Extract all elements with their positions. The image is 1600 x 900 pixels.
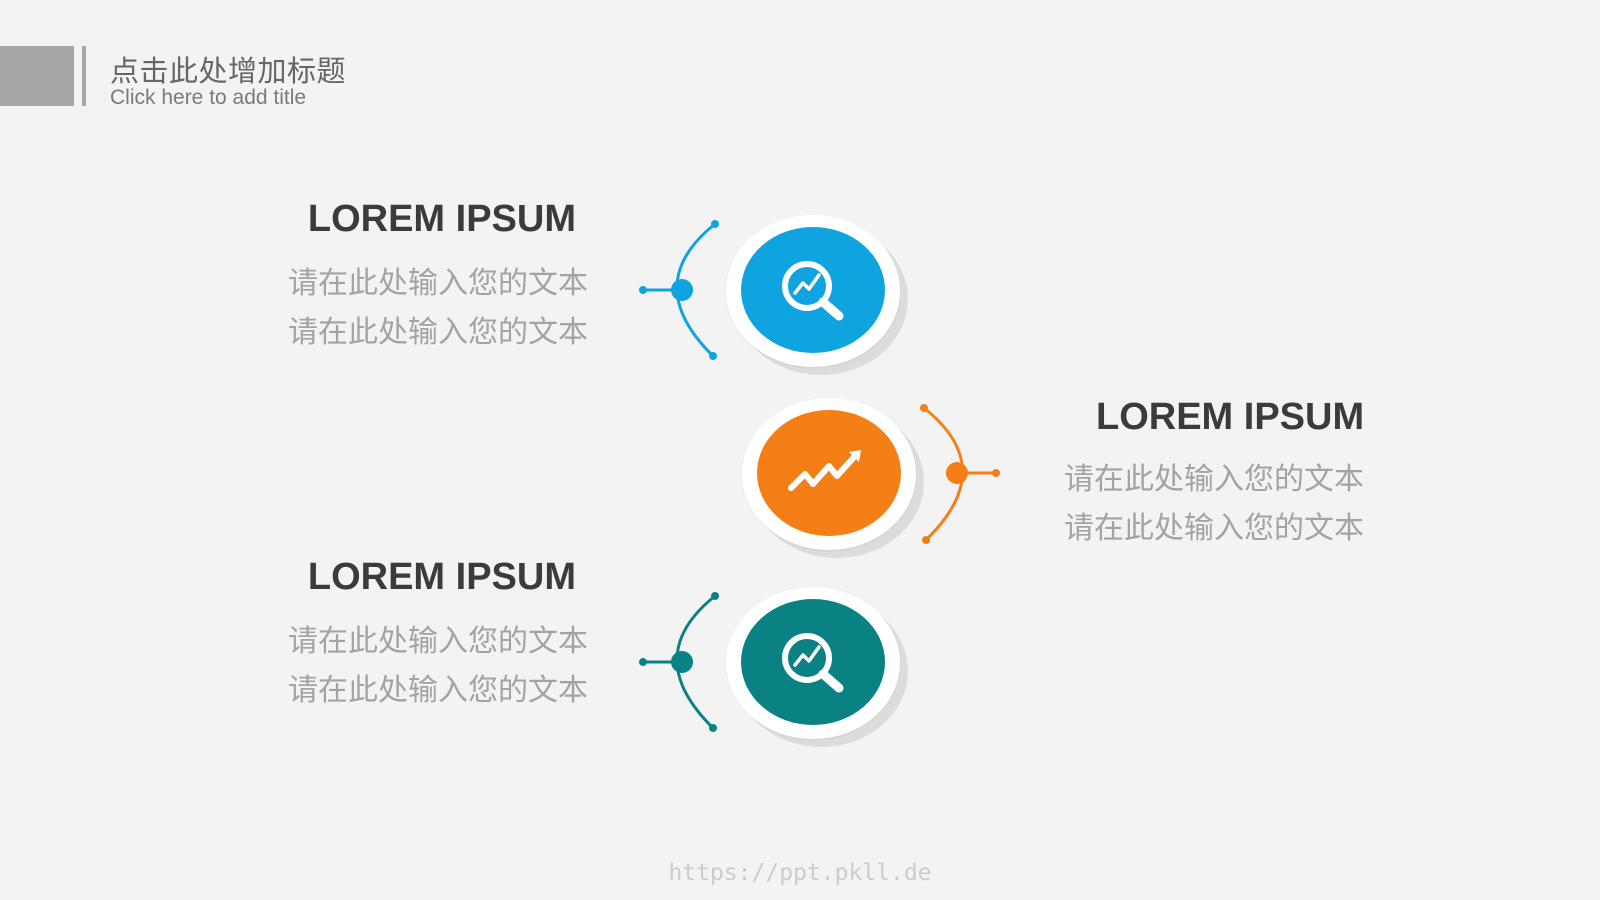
item-2-line-2[interactable]: 请在此处输入您的文本 [1064, 511, 1364, 546]
item-3-line-2[interactable]: 请在此处输入您的文本 [288, 673, 588, 708]
trend-up-arrow-icon [788, 450, 861, 491]
item-1-line-2[interactable]: 请在此处输入您的文本 [288, 315, 588, 350]
connector-item-2 [920, 404, 1000, 544]
connector-node-1 [671, 279, 693, 301]
magnifier-chart-icon [782, 633, 844, 693]
item-2-line-1[interactable]: 请在此处输入您的文本 [1064, 462, 1364, 497]
connector-node-2 [946, 462, 968, 484]
connector-tip-1b [709, 352, 717, 360]
item-2-text: LOREM IPSUM 请在此处输入您的文本 请在此处输入您的文本 [1064, 396, 1424, 553]
connector-tip-1a [711, 220, 719, 228]
connector-end-dot-3 [639, 658, 647, 666]
header-divider [82, 46, 86, 106]
footer-url[interactable]: https://ppt.pkll.de [668, 860, 932, 886]
connector-node-3 [671, 651, 693, 673]
connector-end-dot-2 [992, 469, 1000, 477]
connector-item-1 [639, 220, 719, 360]
page-title[interactable]: 点击此处增加标题 [110, 54, 347, 88]
connector-tip-3b [709, 724, 717, 732]
magnifier-chart-icon [782, 261, 844, 321]
item-1-line-1[interactable]: 请在此处输入您的文本 [288, 266, 588, 301]
item-2-badge [742, 398, 924, 558]
connector-item-3 [639, 592, 719, 732]
connector-end-dot-1 [639, 286, 647, 294]
item-3-badge [726, 587, 908, 747]
header-accent-block [0, 46, 74, 106]
item-1-color-disc [741, 227, 885, 353]
page-subtitle[interactable]: Click here to add title [110, 86, 307, 109]
item-3-text: LOREM IPSUM 请在此处输入您的文本 请在此处输入您的文本 [228, 556, 588, 715]
item-3-line-1[interactable]: 请在此处输入您的文本 [288, 624, 588, 659]
item-1-badge [726, 215, 908, 375]
item-1-text: LOREM IPSUM 请在此处输入您的文本 请在此处输入您的文本 [228, 198, 588, 357]
connector-tip-3a [711, 592, 719, 600]
connector-tip-2b [922, 536, 930, 544]
item-2-color-disc [757, 410, 901, 536]
item-3-color-disc [741, 599, 885, 725]
connector-tip-2a [920, 404, 928, 412]
item-1-heading[interactable]: LOREM IPSUM [307, 198, 576, 240]
item-3-heading[interactable]: LOREM IPSUM [307, 556, 576, 598]
item-2-heading[interactable]: LOREM IPSUM [1096, 396, 1365, 438]
